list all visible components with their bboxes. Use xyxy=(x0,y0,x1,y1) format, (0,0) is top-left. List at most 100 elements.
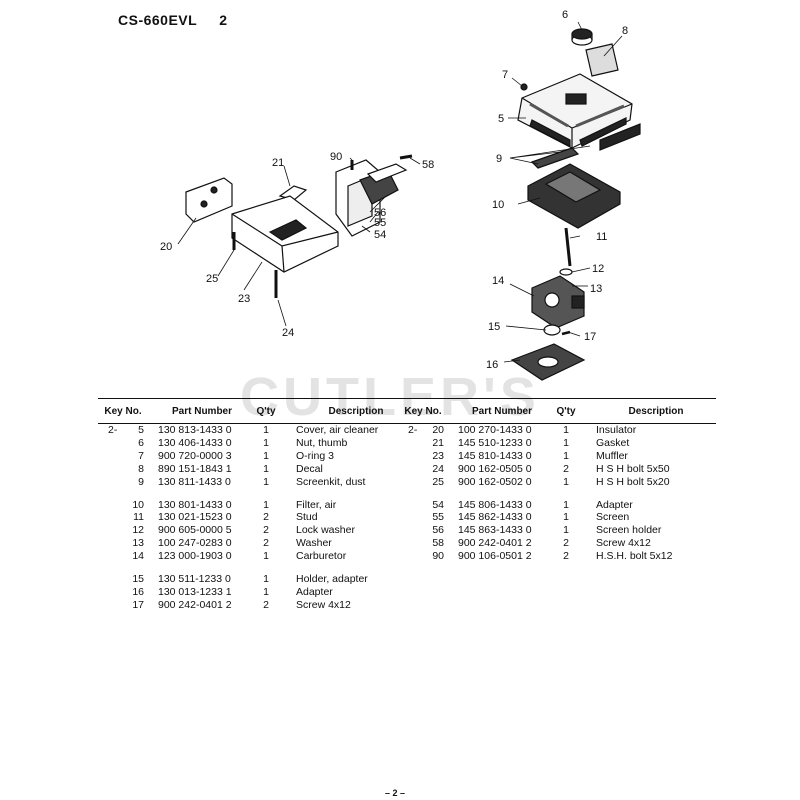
qty-cell: 2 xyxy=(263,524,269,537)
insulator-drawing xyxy=(185,177,233,223)
key-no: 15 xyxy=(132,573,144,586)
callout-14: 14 xyxy=(492,275,504,287)
header-part-number: Part Number xyxy=(448,398,546,424)
description-cell: Holder, adapter xyxy=(296,573,368,586)
holder-drawing xyxy=(543,324,561,336)
key-no-cell: 58 xyxy=(398,537,448,550)
callout-17: 17 xyxy=(584,331,596,343)
description-cell: Screenkit, dust xyxy=(296,475,366,488)
key-no: 21 xyxy=(432,436,444,449)
callout-20: 20 xyxy=(160,241,172,253)
callout-16: 16 xyxy=(486,359,498,371)
key-no-cell: 56 xyxy=(398,524,448,537)
callout-90: 90 xyxy=(330,151,342,163)
qty-cell: 1 xyxy=(563,524,569,537)
key-no: 25 xyxy=(432,475,444,488)
key-no: 12 xyxy=(132,524,144,537)
part-number-cell: 900 106-0501 2 xyxy=(458,550,532,563)
part-number-cell: 130 813-1433 0 xyxy=(158,424,232,436)
description-cell: Carburetor xyxy=(296,550,347,563)
header-description: Description xyxy=(586,398,716,424)
table-spacer-row xyxy=(398,489,716,499)
key-no-cell: 12 xyxy=(98,524,148,537)
key-no-cell: 9 xyxy=(98,476,148,489)
description-cell: Adapter xyxy=(596,498,633,511)
header-qty: Q'ty xyxy=(546,398,586,424)
qty-cell: 1 xyxy=(263,462,269,475)
part-number-cell: 130 021-1523 0 xyxy=(158,511,232,524)
key-no-cell: 90 xyxy=(398,550,448,563)
part-number-cell: 130 801-1433 0 xyxy=(158,498,232,511)
header-key-no: Key No. xyxy=(398,398,448,424)
page-ref: 2 xyxy=(219,12,228,28)
part-number-cell: 130 811-1433 0 xyxy=(158,475,231,488)
callout-23: 23 xyxy=(238,293,250,305)
key-no-cell: 17 xyxy=(98,599,148,612)
spacer-cell xyxy=(246,563,286,573)
table-spacer-row xyxy=(98,563,416,573)
description-cell: Stud xyxy=(296,511,318,524)
spacer-cell xyxy=(398,489,448,499)
stud-drawing xyxy=(564,227,572,267)
callout-10: 10 xyxy=(492,199,504,211)
key-no-cell: 15 xyxy=(98,573,148,586)
key-no: 20 xyxy=(432,424,444,436)
diagram-callouts: 6 8 7 5 9 10 11 12 13 14 15 17 16 21 90 … xyxy=(160,9,628,371)
qty-cell: 1 xyxy=(563,436,569,449)
description-cell: H.S.H. bolt 5x12 xyxy=(596,550,673,563)
table-row: 9 130 811-1433 0 1 Screenkit, dust xyxy=(98,476,416,489)
part-number-cell: 145 510-1233 0 xyxy=(458,436,532,449)
part-number-cell: 900 720-0000 3 xyxy=(158,449,232,462)
qty-cell: 2 xyxy=(563,462,569,475)
key-no: 55 xyxy=(432,511,444,524)
description-cell: Screw 4x12 xyxy=(596,537,651,550)
description-cell: O-ring 3 xyxy=(296,449,334,462)
description-cell: Screen xyxy=(596,511,630,524)
parts-table-left: Key No. Part Number Q'ty Description 2-5… xyxy=(98,398,416,612)
spacer-cell xyxy=(586,489,716,499)
muffler-adapter-drawing xyxy=(335,159,408,237)
table-spacer-row xyxy=(98,489,416,499)
part-number-cell: 145 806-1433 0 xyxy=(458,498,532,511)
screw-4x12-drawing xyxy=(399,154,413,160)
qty-cell: 1 xyxy=(263,498,269,511)
header-key-no: Key No. xyxy=(98,398,148,424)
description-cell: Filter, air xyxy=(296,498,337,511)
key-no-cell: 54 xyxy=(398,499,448,512)
qty-cell: 1 xyxy=(263,550,269,563)
description-cell: Washer xyxy=(296,537,332,550)
spacer-cell xyxy=(286,563,416,573)
description-cell: Screw 4x12 xyxy=(296,598,351,611)
qty-cell: 1 xyxy=(263,449,269,462)
key-no: 9 xyxy=(138,475,144,488)
lock-washer-drawing xyxy=(559,268,573,276)
key-no: 90 xyxy=(432,550,444,563)
spacer-cell xyxy=(148,489,246,499)
qty-cell: 2 xyxy=(563,537,569,550)
group-prefix: 2- xyxy=(108,424,118,436)
description-cell: Screen holder xyxy=(596,524,662,537)
qty-cell: 1 xyxy=(563,424,569,436)
key-no: 7 xyxy=(138,449,144,462)
table-header-row: Key No. Part Number Q'ty Description xyxy=(98,398,416,424)
part-number-cell: 900 242-0401 2 xyxy=(458,537,532,550)
spacer-cell xyxy=(286,489,416,499)
qty-cell: 1 xyxy=(263,475,269,488)
air-filter-drawing xyxy=(527,163,621,229)
callout-12: 12 xyxy=(592,263,604,275)
key-no: 14 xyxy=(132,550,144,563)
callout-6: 6 xyxy=(562,9,568,21)
description-cell: Muffler xyxy=(596,449,628,462)
qty-cell: 1 xyxy=(263,573,269,586)
qty-cell: 1 xyxy=(563,511,569,524)
callout-11: 11 xyxy=(596,231,607,243)
qty-cell: 2 xyxy=(263,537,269,550)
